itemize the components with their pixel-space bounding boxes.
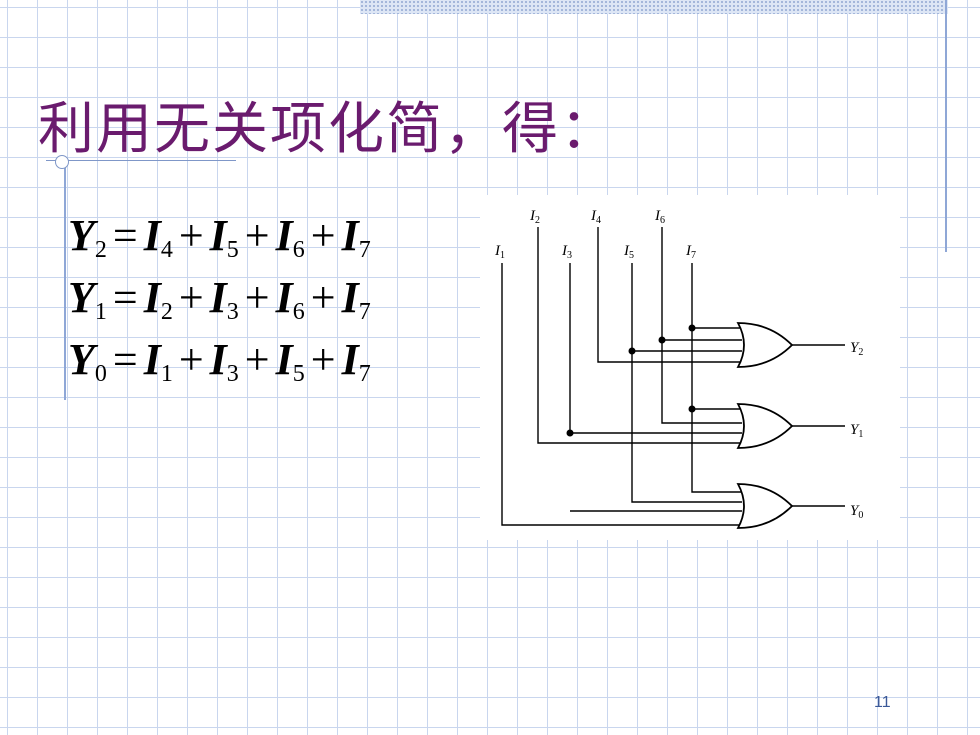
decor-circle-icon <box>55 155 69 169</box>
input-label-i5: I5 <box>623 243 634 261</box>
page-number: 11 <box>874 694 891 711</box>
junction-dot <box>658 336 666 344</box>
input-label-i1: I1 <box>494 243 505 261</box>
title-vertical-rule <box>64 160 66 400</box>
or-gate-y0 <box>736 483 794 529</box>
equation-y2: Y2=I4+I5+I6+I7 <box>68 211 371 263</box>
title-underline <box>46 160 236 161</box>
input-label-i7: I7 <box>685 243 696 261</box>
or-gate-y1 <box>736 403 794 449</box>
output-label-y2: Y2 <box>850 340 863 358</box>
header-decor-band <box>360 0 948 14</box>
or-gate-circuit-diagram: I1 I2 I3 I4 I5 I6 I7 Y2 Y1 Y0 <box>480 195 900 540</box>
junction-dot <box>688 405 696 413</box>
input-label-i3: I3 <box>561 243 572 261</box>
equation-y0: Y0=I1+I3+I5+I7 <box>68 335 371 387</box>
input-label-i2: I2 <box>529 208 540 226</box>
input-label-i6: I6 <box>654 208 665 226</box>
output-label-y1: Y1 <box>850 422 863 440</box>
junction-dot <box>688 324 696 332</box>
output-label-y0: Y0 <box>850 503 863 521</box>
equation-y1: Y1=I2+I3+I6+I7 <box>68 273 371 325</box>
decor-vertical-line <box>945 0 947 252</box>
junction-dot <box>566 429 574 437</box>
slide-title: 利用无关项化简，得： <box>38 97 618 162</box>
junction-dot <box>628 347 636 355</box>
or-gate-y2 <box>736 322 794 368</box>
wire-junctions <box>566 324 696 437</box>
equation-list: Y2=I4+I5+I6+I7 Y1=I2+I3+I6+I7 Y0=I1+I3+I… <box>68 205 371 391</box>
input-label-i4: I4 <box>590 208 601 226</box>
circuit-wires <box>501 227 845 526</box>
